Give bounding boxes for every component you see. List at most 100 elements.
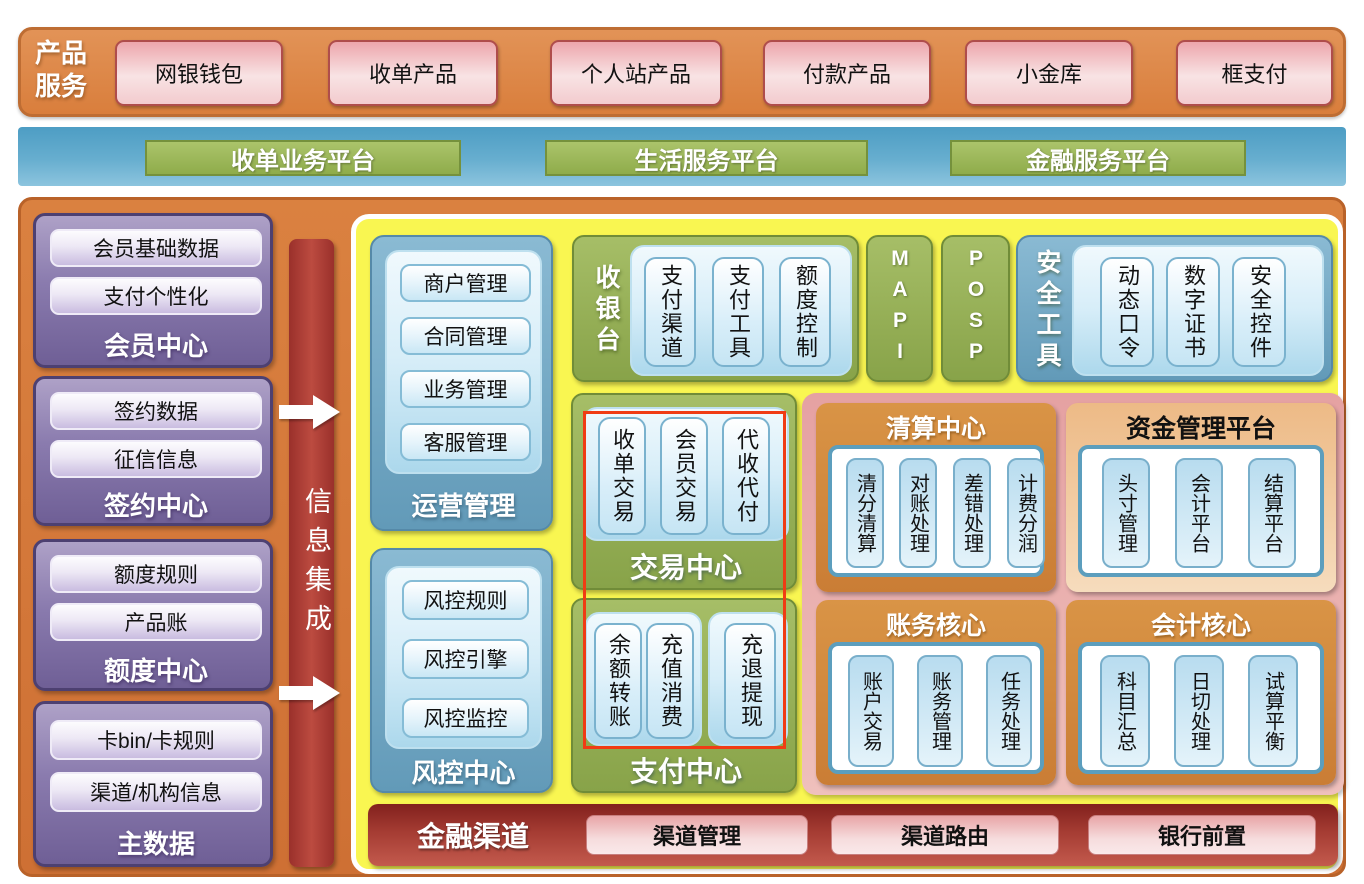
product-item: 付款产品 (763, 40, 931, 106)
list-item: 银行前置 (1088, 815, 1316, 855)
box-label: 安全工具 (1033, 248, 1061, 373)
risk-center-box: 风控规则 风控引擎 风控监控 风控中心 (370, 548, 553, 793)
group-label: 额度中心 (103, 655, 208, 686)
list-item: 支付渠道 (644, 257, 696, 367)
product-item: 个人站产品 (550, 40, 722, 106)
box-title: 账务核心 (885, 612, 986, 640)
clearing-center-box: 清算中心 清分清算 对账处理 差错处理 计费分润 (816, 403, 1056, 592)
operation-management-panel: 商户管理 合同管理 业务管理 客服管理 (385, 250, 542, 474)
risk-center-panel: 风控规则 风控引擎 风控监控 (385, 566, 542, 749)
payment-center-panel-a: 余额转账 充值消费 (585, 612, 702, 746)
list-item: 余额转账 (594, 623, 642, 739)
product-item: 收单产品 (328, 40, 498, 106)
information-integration-label: 信息集成 (301, 487, 331, 643)
list-item: 渠道路由 (831, 815, 1059, 855)
highlight-rectangle (583, 411, 786, 749)
list-item: 客服管理 (400, 423, 531, 461)
product-item: 网银钱包 (115, 40, 283, 106)
list-item: 头寸管理 (1102, 458, 1150, 568)
fund-management-panel: 头寸管理 会计平台 结算平台 (1078, 445, 1324, 577)
list-item: 代收代付 (722, 417, 770, 535)
list-item: 收单交易 (598, 417, 646, 535)
list-item: 征信信息 (50, 440, 262, 478)
list-item: 额度规则 (50, 555, 262, 593)
payment-center-box: 余额转账 充值消费 充退提现 支付中心 (571, 598, 797, 793)
list-item: 结算平台 (1248, 458, 1296, 568)
list-item: 任务处理 (986, 655, 1032, 767)
list-item: 产品账 (50, 603, 262, 641)
box-label: MAPI (888, 246, 912, 371)
trade-center-box: 收单交易 会员交易 代收代付 交易中心 (571, 393, 797, 590)
core-platform-panel: 商户管理 合同管理 业务管理 客服管理 运营管理 收银台 支付渠道 支付工具 额… (351, 214, 1344, 874)
arrow-right-icon (279, 676, 340, 710)
group-label: 会员中心 (103, 330, 208, 361)
group-label: 主数据 (116, 828, 195, 859)
list-item: 差错处理 (953, 458, 991, 568)
box-label: 运营管理 (411, 490, 516, 521)
cashier-panel: 支付渠道 支付工具 额度控制 (630, 245, 852, 376)
fund-management-box: 资金管理平台 头寸管理 会计平台 结算平台 (1066, 403, 1336, 592)
security-tools-box: 安全工具 动态口令 数字证书 安全控件 (1016, 235, 1333, 382)
list-item: 会员基础数据 (50, 229, 262, 267)
information-integration-bar: 信息集成 (279, 239, 340, 867)
cashier-box: 收银台 支付渠道 支付工具 额度控制 (572, 235, 859, 382)
platform-item: 生活服务平台 (545, 140, 868, 176)
list-item: 支付工具 (712, 257, 764, 367)
list-item: 会计平台 (1175, 458, 1223, 568)
accounting-core-box: 账务核心 账户交易 账务管理 任务处理 (816, 600, 1056, 785)
accounting-core-panel: 账户交易 账务管理 任务处理 (828, 642, 1044, 774)
platform-item: 金融服务平台 (950, 140, 1246, 176)
list-item: 充值消费 (646, 623, 694, 739)
platform-banner: 收单业务平台 生活服务平台 金融服务平台 (18, 127, 1346, 186)
payment-center-panel-b: 充退提现 (708, 612, 788, 746)
product-item: 框支付 (1176, 40, 1333, 106)
list-item: 科目汇总 (1100, 655, 1150, 767)
list-item: 账务管理 (917, 655, 963, 767)
list-item: 渠道/机构信息 (50, 772, 262, 812)
list-item: 卡bin/卡规则 (50, 720, 262, 760)
main-container: 会员基础数据 支付个性化 会员中心 签约数据 征信信息 签约中心 额度规则 产品… (18, 197, 1346, 877)
product-services-label: 产品服务 (35, 38, 88, 101)
list-item: 风控引擎 (402, 639, 529, 679)
posp-box: POSP (941, 235, 1010, 382)
list-item: 支付个性化 (50, 277, 262, 315)
box-title: 清算中心 (885, 415, 986, 443)
bar-label: 金融渠道 (416, 821, 529, 852)
master-data-group: 卡bin/卡规则 渠道/机构信息 主数据 (33, 701, 273, 867)
group-label: 签约中心 (103, 490, 208, 521)
list-item: 动态口令 (1100, 257, 1154, 367)
box-label: POSP (964, 246, 988, 371)
list-item: 会员交易 (660, 417, 708, 535)
list-item: 渠道管理 (586, 815, 808, 855)
box-label: 风控中心 (411, 757, 516, 788)
list-item: 签约数据 (50, 392, 262, 430)
box-label: 支付中心 (629, 756, 742, 787)
quota-center-group: 额度规则 产品账 额度中心 (33, 539, 273, 691)
member-center-group: 会员基础数据 支付个性化 会员中心 (33, 213, 273, 368)
clearing-center-panel: 清分清算 对账处理 差错处理 计费分润 (828, 445, 1045, 577)
list-item: 对账处理 (899, 458, 937, 568)
contract-center-group: 签约数据 征信信息 签约中心 (33, 376, 273, 526)
product-services-banner: 产品服务 网银钱包 收单产品 个人站产品 付款产品 小金库 框支付 (18, 27, 1346, 117)
finance-core-panel: 科目汇总 日切处理 试算平衡 (1078, 642, 1324, 774)
accounting-region: 清算中心 清分清算 对账处理 差错处理 计费分润 资金管理平台 头寸管理 会计平… (802, 393, 1344, 795)
list-item: 清分清算 (846, 458, 884, 568)
box-title: 会计核心 (1150, 612, 1251, 640)
list-item: 试算平衡 (1248, 655, 1298, 767)
list-item: 日切处理 (1174, 655, 1224, 767)
product-item: 小金库 (965, 40, 1133, 106)
list-item: 计费分润 (1007, 458, 1045, 568)
box-label: 收银台 (592, 264, 620, 357)
security-tools-panel: 动态口令 数字证书 安全控件 (1072, 245, 1324, 376)
finance-channel-bar: 金融渠道 渠道管理 渠道路由 银行前置 (368, 804, 1338, 866)
list-item: 额度控制 (779, 257, 831, 367)
list-item: 合同管理 (400, 317, 531, 355)
operation-management-box: 商户管理 合同管理 业务管理 客服管理 运营管理 (370, 235, 553, 531)
list-item: 账户交易 (848, 655, 894, 767)
finance-core-box: 会计核心 科目汇总 日切处理 试算平衡 (1066, 600, 1336, 785)
list-item: 充退提现 (724, 623, 776, 739)
list-item: 风控规则 (402, 580, 529, 620)
platform-item: 收单业务平台 (145, 140, 461, 176)
list-item: 风控监控 (402, 698, 529, 738)
